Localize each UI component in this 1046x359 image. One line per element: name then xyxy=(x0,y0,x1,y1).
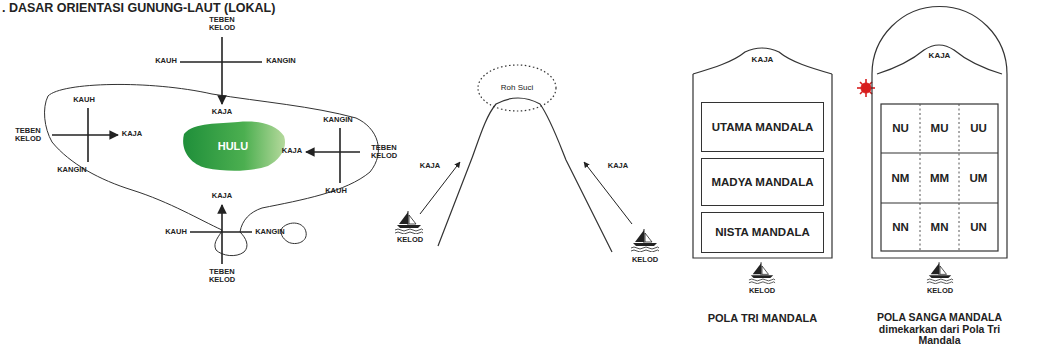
sanga-cell: UN xyxy=(959,203,998,251)
sanga-cell: NN xyxy=(881,203,920,251)
sanga-cell: UU xyxy=(959,104,998,153)
direction-label: KAUH xyxy=(155,57,177,65)
node-label: NN xyxy=(892,221,909,234)
sea-label: KELOD xyxy=(927,287,953,295)
boat-icon xyxy=(927,262,953,283)
pattern-caption: POLA TRI MANDALA xyxy=(673,312,853,324)
mandala-zone: MADYA MANDALA xyxy=(701,158,824,206)
sea-label: KELOD xyxy=(632,256,658,264)
direction-label: KAUH xyxy=(73,96,95,104)
column-line xyxy=(959,104,960,251)
direction-label: KAJA xyxy=(282,147,302,155)
mandala-zone: UTAMA MANDALA xyxy=(701,102,824,152)
node-label: NM xyxy=(892,172,910,185)
mountain-outline xyxy=(693,48,832,74)
node-label: UN xyxy=(970,221,987,234)
direction-label: TEBEN KELOD xyxy=(202,16,242,33)
dotted-ellipse xyxy=(478,65,556,111)
spirit-zone: Roh Suci xyxy=(477,64,557,112)
tri-mandala-frame: KAJAPOLA TRI MANDALAUTAMA MANDALAMADYA M… xyxy=(693,46,832,259)
direction-label: KAJA xyxy=(608,162,628,170)
direction-label: TEBEN KELOD xyxy=(364,144,404,161)
diagram-title: . DASAR ORIENTASI GUNUNG-LAUT (LOKAL) xyxy=(2,1,275,15)
boat-icon xyxy=(395,211,423,234)
compass-cross xyxy=(52,37,360,264)
arc xyxy=(872,7,1007,75)
direction-label: KANGIN xyxy=(266,57,296,65)
pattern-caption: POLA SANGA MANDALA dimekarkan dari Pola … xyxy=(865,312,1015,347)
node-label: NU xyxy=(892,122,909,135)
direction-label: KANGIN xyxy=(255,228,285,236)
row-line xyxy=(881,152,998,153)
row-line xyxy=(881,202,998,203)
sea-label: KELOD xyxy=(749,287,775,295)
direction-label: KANGIN xyxy=(323,116,353,124)
direction-label: TEBEN KELOD xyxy=(202,268,242,285)
direction-label: TEBEN KELOD xyxy=(8,127,48,144)
mandala-zone: NISTA MANDALA xyxy=(701,212,824,253)
island-outline xyxy=(45,84,379,255)
direction-label: KAUH xyxy=(165,228,187,236)
sanga-mandala-frame: KAJAPOLA SANGA MANDALA dimekarkan dari P… xyxy=(872,6,1007,259)
hulu-shape xyxy=(183,122,285,171)
hulu-region: HULU xyxy=(180,120,286,172)
summit-label: KAJA xyxy=(910,52,970,61)
sanga-cell: NU xyxy=(881,104,920,153)
node-label: MU xyxy=(931,122,949,135)
node-label: UU xyxy=(970,122,987,135)
column-line xyxy=(920,104,921,251)
boat-icon xyxy=(631,229,659,252)
direction-label: KAJA xyxy=(212,108,232,116)
small-island xyxy=(281,223,306,243)
sanga-cell: NM xyxy=(881,153,920,203)
sea-label: KELOD xyxy=(397,236,423,244)
summit-label: KAJA xyxy=(733,56,793,65)
direction-label: KAJA xyxy=(122,130,142,138)
node-label: UM xyxy=(970,172,988,185)
direction-label: KAJA xyxy=(212,192,232,200)
sanga-cell: MN xyxy=(920,203,959,251)
sanga-cell: MM xyxy=(920,153,959,203)
slope-arrow xyxy=(584,162,632,224)
direction-label: KANGIN xyxy=(57,166,87,174)
direction-label: KAUH xyxy=(325,187,347,195)
sanga-cell: MU xyxy=(920,104,959,153)
node-label: MM xyxy=(930,172,949,185)
node-label: Roh Suci xyxy=(501,84,533,93)
slope-arrow xyxy=(420,162,460,214)
sanga-cell: UM xyxy=(959,153,998,203)
mountain-section xyxy=(438,98,612,252)
node-label: UTAMA MANDALA xyxy=(712,121,814,134)
node-label: MN xyxy=(931,221,949,234)
node-label: NISTA MANDALA xyxy=(715,226,810,239)
boat-icon xyxy=(749,262,775,283)
frame xyxy=(872,74,1007,258)
node-label: HULU xyxy=(218,140,249,152)
node-label: MADYA MANDALA xyxy=(711,176,813,189)
frame xyxy=(693,74,832,258)
mountain-outline xyxy=(877,45,1002,74)
grid-border xyxy=(881,104,998,251)
direction-label: KAJA xyxy=(420,162,440,170)
